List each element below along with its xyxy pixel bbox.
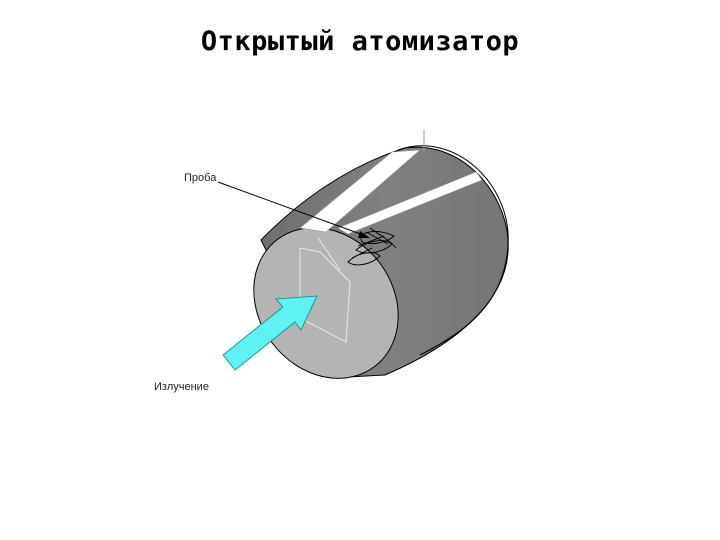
label-sample: Проба [184,172,217,184]
slot-opening-far [337,171,483,235]
sample-leader-arrowhead [358,231,370,238]
cylinder-back-rim [397,145,509,356]
end-face-inner-line [317,237,341,271]
radiation-arrow-icon [222,295,318,371]
slot-opening [299,149,421,233]
sample-leader-line [217,181,367,237]
cylinder-end-face [253,227,399,379]
label-radiation: Излучение [154,381,209,393]
sample-icon [347,227,397,266]
slide-title: Открытый атомизатор [200,26,520,57]
